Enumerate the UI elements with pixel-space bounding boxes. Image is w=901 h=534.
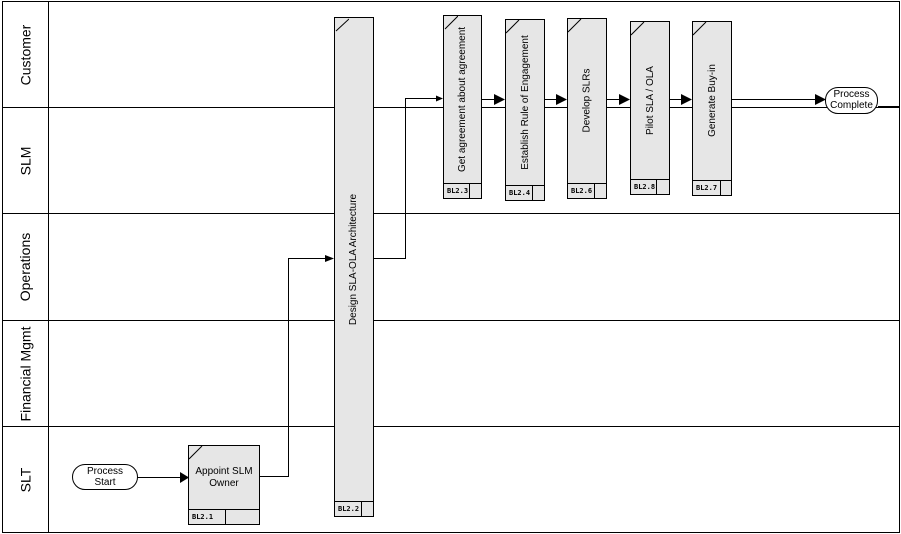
- activity-label-wrap: Generate Buy-in: [693, 22, 731, 179]
- terminal-line: Complete: [830, 100, 873, 111]
- connector-start-to-appoint: [137, 472, 189, 483]
- activity-code: BL2.8: [631, 180, 657, 194]
- arrowhead-icon: [494, 94, 505, 105]
- activity-code: BL2.7: [693, 181, 721, 195]
- process-start-terminal[interactable]: Process Start: [72, 464, 138, 490]
- activity-label: Design SLA-OLA Architecture: [348, 193, 360, 325]
- corner-mark-icon: [506, 20, 520, 34]
- arrowhead-icon: [180, 472, 189, 483]
- corner-mark-icon: [444, 16, 458, 30]
- process-complete-terminal[interactable]: Process Complete: [825, 87, 878, 114]
- activity-design-sla-ola[interactable]: Design SLA-OLA Architecture BL2.2: [334, 17, 374, 517]
- activity-label-wrap: Develop SLRs: [568, 19, 606, 182]
- activity-code: BL2.3: [444, 184, 470, 198]
- terminal-line: Process: [833, 89, 870, 100]
- activity-code: BL2.4: [506, 186, 533, 200]
- activity-label-line: Owner: [209, 478, 239, 489]
- activity-footer: BL2.1: [188, 509, 260, 525]
- connector-pilot-to-buyin: [669, 94, 692, 105]
- corner-mark-icon: [568, 19, 582, 33]
- arrowhead-icon: [619, 94, 630, 105]
- terminal-line: Start: [94, 477, 116, 488]
- activity-label: Develop SLRs: [581, 68, 593, 133]
- corner-mark-icon: [631, 22, 645, 36]
- activity-label-wrap: Establish Rule of Engagement: [506, 20, 544, 184]
- connector-engagement-to-slrs: [544, 94, 567, 105]
- activity-get-agreement[interactable]: Get agreement about agreement BL2.3: [443, 15, 482, 199]
- corner-mark-icon: [335, 18, 349, 32]
- activity-code: BL2.2: [335, 502, 362, 516]
- connector-design-to-agreement: [374, 95, 443, 259]
- activity-label: Get agreement about agreement: [457, 26, 468, 172]
- activity-code: BL2.1: [189, 510, 226, 524]
- activity-footer: BL2.7: [692, 180, 732, 196]
- activity-label-wrap: Pilot SLA / OLA: [631, 22, 669, 178]
- connector-buyin-to-end: [731, 94, 826, 105]
- activity-footer: BL2.6: [567, 183, 607, 199]
- activity-generate-buy-in[interactable]: Generate Buy-in BL2.7: [692, 21, 732, 196]
- activity-label: Establish Rule of Engagement: [519, 34, 531, 170]
- connector-agreement-to-engagement: [481, 94, 505, 105]
- activity-label: Pilot SLA / OLA: [644, 65, 656, 135]
- activity-label-wrap: Get agreement about agreement: [444, 16, 481, 182]
- activity-footer: BL2.4: [505, 185, 545, 201]
- activity-label: Appoint SLM Owner: [189, 466, 259, 490]
- corner-mark-icon: [189, 446, 203, 460]
- activity-label: Generate Buy-in: [706, 64, 718, 137]
- activity-develop-slrs[interactable]: Develop SLRs BL2.6: [567, 18, 607, 199]
- arrowhead-icon: [815, 94, 826, 105]
- connector-appoint-to-design: [259, 255, 334, 477]
- activity-label-line: Appoint SLM: [195, 466, 253, 477]
- arrowhead-icon: [681, 94, 692, 105]
- arrowhead-icon: [325, 255, 334, 262]
- activity-footer: BL2.3: [443, 183, 482, 199]
- activity-label-wrap: Design SLA-OLA Architecture: [335, 18, 373, 500]
- terminal-line: Process: [86, 466, 124, 477]
- activity-establish-rule[interactable]: Establish Rule of Engagement BL2.4: [505, 19, 545, 201]
- activity-pilot-sla-ola[interactable]: Pilot SLA / OLA BL2.8: [630, 21, 670, 195]
- connector-slrs-to-pilot: [606, 94, 630, 105]
- activity-appoint-slm-owner[interactable]: Appoint SLM Owner BL2.1: [188, 445, 260, 525]
- corner-mark-icon: [693, 22, 707, 36]
- arrowhead-icon: [436, 95, 443, 102]
- arrowhead-icon: [556, 94, 567, 105]
- activity-footer: BL2.8: [630, 179, 670, 195]
- activity-code: BL2.6: [568, 184, 595, 198]
- activity-footer: BL2.2: [334, 501, 374, 517]
